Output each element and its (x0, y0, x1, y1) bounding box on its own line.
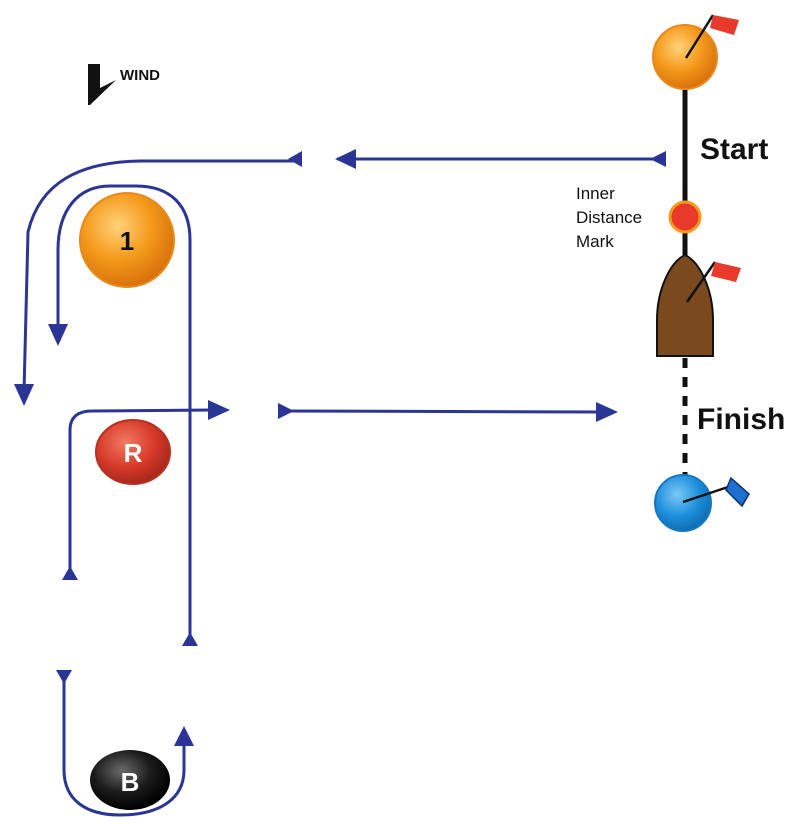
flag-icon (725, 476, 750, 508)
mark-1-buoy (79, 192, 175, 288)
mark-1: 1 (79, 192, 175, 288)
arrowhead (174, 726, 194, 746)
flag-pole (685, 261, 717, 303)
flag-icon (710, 15, 739, 35)
arrowhead (596, 402, 618, 422)
finish-pin-buoy (654, 474, 712, 532)
inner-distance-label-3: Mark (576, 232, 614, 251)
flag-pole (682, 484, 732, 504)
arrowhead (208, 400, 230, 420)
start-pin-mark (652, 14, 739, 90)
inner-distance-buoy (668, 200, 702, 234)
course-leg-inner-loop (56, 184, 192, 640)
line-start-marker (288, 151, 302, 167)
start-label: Start (700, 133, 768, 166)
mark-r-label: R (124, 438, 143, 468)
line-start-marker (650, 151, 666, 167)
arrowhead (48, 324, 68, 346)
line-start-marker (62, 566, 78, 580)
committee-boat-hull (656, 253, 714, 357)
wind-direction-icon (88, 64, 116, 105)
mark-b-buoy (90, 750, 170, 810)
inner-distance-mark: Inner Distance Mark (576, 184, 702, 251)
mark-1-label: 1 (120, 226, 134, 256)
course-leg-around-r (68, 408, 213, 570)
line-start-marker (278, 403, 294, 419)
arrowhead (14, 384, 34, 406)
inner-distance-label-1: Inner (576, 184, 615, 203)
arrowhead (335, 149, 356, 169)
committee-boat (656, 253, 741, 357)
course-lines (14, 149, 666, 817)
finish-pin-mark (654, 474, 750, 532)
mark-r-buoy (95, 419, 171, 485)
line-start-marker (182, 632, 198, 646)
start-pin-buoy (652, 24, 718, 90)
course-leg-outer-loop (22, 159, 300, 393)
finish-label: Finish (697, 403, 785, 436)
inner-distance-label-2: Distance (576, 208, 642, 227)
course-leg-around-b (62, 676, 186, 817)
course-leg-to-finish (285, 409, 601, 414)
mark-b-label: B (121, 767, 140, 797)
flag-pole (684, 14, 715, 59)
wind-indicator: WIND (88, 64, 160, 105)
wind-label: WIND (120, 67, 160, 84)
line-start-marker (56, 670, 72, 684)
mark-r: R (95, 419, 171, 485)
mark-b: B (90, 750, 170, 810)
flag-icon (711, 262, 741, 282)
